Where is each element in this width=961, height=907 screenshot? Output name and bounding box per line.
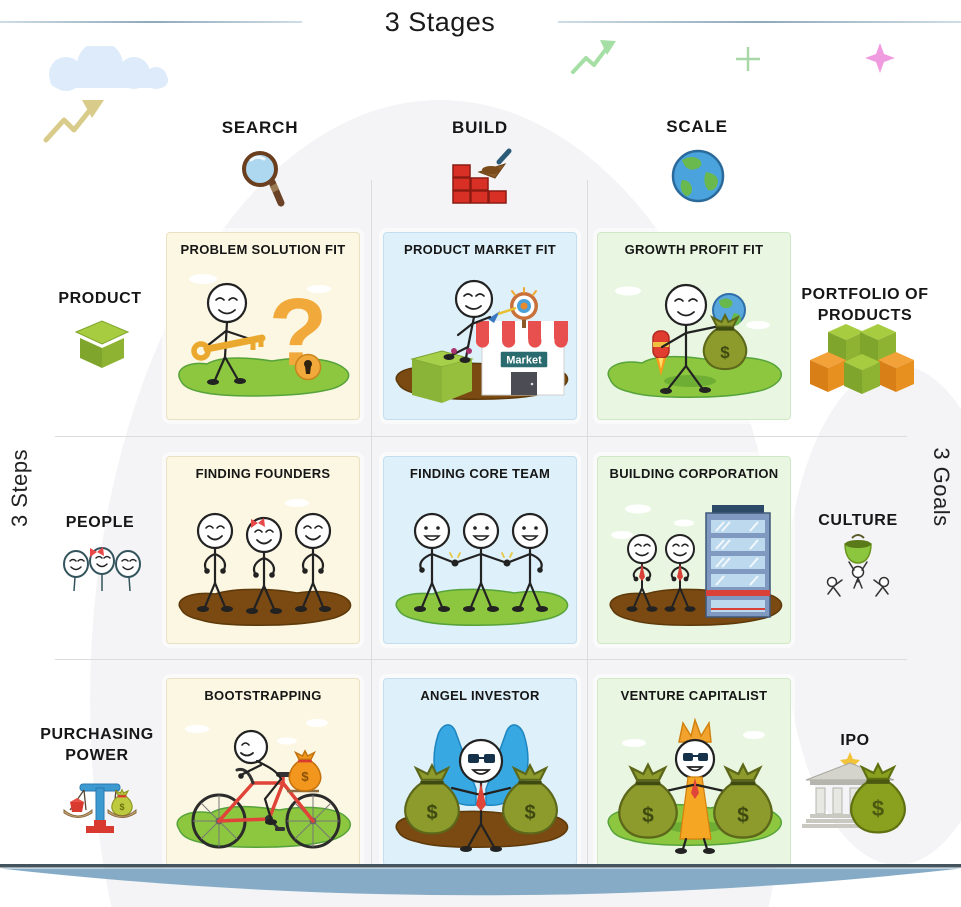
finding-founders-illustration [178, 499, 352, 626]
header-line-right [558, 21, 961, 23]
angel-investor-illustration: $ $ [395, 724, 569, 852]
bootstrapping-illustration: $ [176, 719, 352, 849]
magnifier-icon [242, 151, 285, 207]
svg-text:$: $ [642, 804, 654, 827]
cell-title: VENTURE CAPITALIST [620, 688, 768, 703]
svg-text:$: $ [524, 802, 535, 824]
green-trend-arrow-icon [571, 40, 616, 74]
grid-hline-2 [55, 659, 907, 660]
cell-title: BOOTSTRAPPING [204, 688, 322, 703]
cell-title: ANGEL INVESTOR [420, 688, 540, 703]
step-label-people: PEOPLE [65, 514, 135, 531]
product-market-fit-illustration: Market [395, 279, 569, 403]
step-label-purchasing-power: PURCHASING POWER [40, 726, 154, 764]
goal-label-portfolio: PORTFOLIO OF PRODUCTS [801, 286, 929, 324]
globe-icon [671, 149, 725, 203]
svg-text:Market: Market [506, 355, 542, 367]
cell-title: PRODUCT MARKET FIT [404, 242, 556, 257]
growth-profit-fit-illustration: $ [607, 283, 783, 398]
finding-core-team-illustration [395, 512, 569, 626]
bank-money-bag-icon: $ [802, 752, 906, 834]
bricks-trowel-icon [452, 148, 512, 204]
cell-problem-solution-fit: PROBLEM SOLUTION FIT ? [166, 232, 360, 420]
svg-text:$: $ [301, 769, 309, 784]
cell-venture-capitalist: VENTURE CAPITALIST [597, 678, 791, 866]
page-title: 3 Stages [384, 7, 496, 37]
stage-header-scale: SCALE [666, 117, 728, 136]
svg-text:$: $ [119, 802, 124, 812]
goal-label-culture: CULTURE [818, 512, 898, 529]
three-heads-icon [63, 547, 141, 592]
building-corporation-illustration [609, 504, 783, 626]
svg-text:$: $ [737, 804, 749, 827]
cell-product-market-fit: PRODUCT MARKET FIT Market [383, 232, 577, 420]
venture-capitalist-illustration: $ $ [607, 717, 783, 854]
team-lifting-bowl-icon [826, 534, 890, 597]
svg-text:$: $ [720, 343, 730, 362]
grid-vline-1 [371, 180, 372, 866]
plus-decoration-icon [736, 47, 760, 71]
cell-finding-founders: FINDING FOUNDERS [166, 456, 360, 644]
stacked-boxes-icon [810, 324, 914, 394]
balance-scale-icon: $ [63, 783, 137, 833]
cloud-icon [49, 46, 168, 91]
cell-growth-profit-fit: GROWTH PROFIT FIT [597, 232, 791, 420]
stage-header-build: BUILD [452, 118, 508, 137]
step-label-product: PRODUCT [58, 290, 142, 307]
green-box-icon [74, 320, 130, 368]
problem-solution-fit-illustration: ? [178, 274, 350, 397]
axis-label-goals: 3 Goals [929, 447, 954, 527]
header-line-left [0, 21, 302, 23]
cell-bootstrapping: BOOTSTRAPPING [166, 678, 360, 866]
cell-angel-investor: ANGEL INVESTOR $ [383, 678, 577, 866]
cell-title: FINDING CORE TEAM [409, 466, 551, 481]
cell-building-corporation: BUILDING CORPORATION [597, 456, 791, 644]
stage-header-search: SEARCH [221, 118, 299, 137]
svg-text:$: $ [426, 802, 437, 824]
cell-title: GROWTH PROFIT FIT [624, 242, 764, 257]
goal-label-ipo: IPO [840, 732, 870, 749]
axis-label-steps: 3 Steps [7, 448, 32, 528]
grid-vline-2 [587, 180, 588, 866]
pink-sparkle-icon [865, 43, 895, 73]
cell-title: BUILDING CORPORATION [609, 466, 779, 481]
cell-title: PROBLEM SOLUTION FIT [180, 242, 346, 257]
cell-title: FINDING FOUNDERS [195, 466, 331, 481]
yellow-trend-arrow-icon [43, 100, 104, 143]
cell-finding-core-team: FINDING CORE TEAM [383, 456, 577, 644]
grid-hline-1 [55, 436, 907, 437]
bottom-band [0, 864, 961, 896]
svg-text:$: $ [872, 796, 884, 821]
